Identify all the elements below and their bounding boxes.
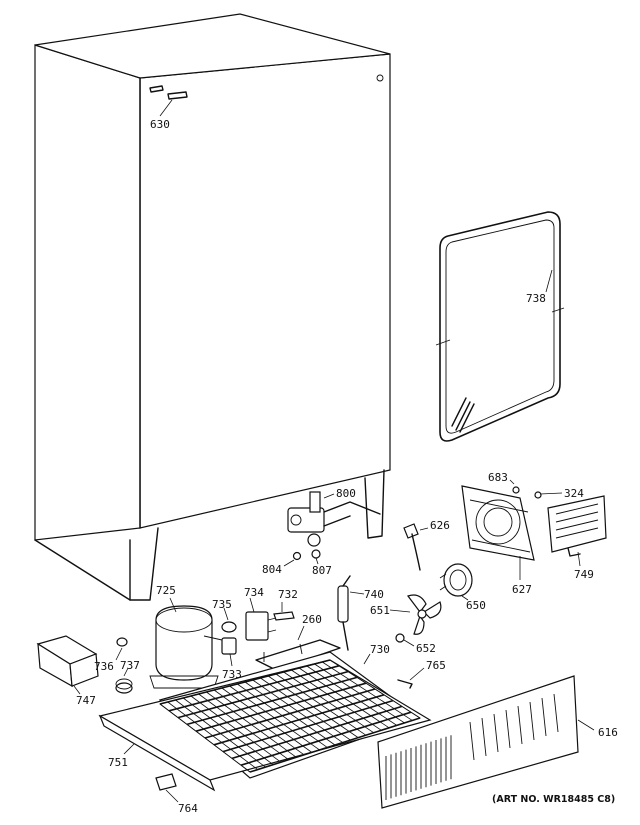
label-725: 725: [156, 584, 176, 597]
nut-807: [311, 549, 321, 559]
fan-shroud-627: [461, 485, 535, 561]
label-807: 807: [312, 564, 332, 577]
label-324: 324: [564, 487, 584, 500]
label-616: 616: [598, 726, 618, 739]
tubing-260: [255, 639, 341, 671]
base-pan-751: [98, 659, 432, 792]
label-626: 626: [430, 519, 450, 532]
label-630: 630: [150, 118, 170, 131]
label-804: 804: [262, 563, 282, 576]
label-736: 736: [94, 660, 114, 673]
part-labels: 630 738 800 683 324 626 804 807 740 749 …: [76, 118, 618, 815]
label-683: 683: [488, 471, 508, 484]
screw-324: [534, 491, 542, 499]
label-730: 730: [370, 643, 390, 656]
label-652: 652: [416, 642, 436, 655]
label-651: 651: [370, 604, 390, 617]
label-749: 749: [574, 568, 594, 581]
label-732: 732: [278, 588, 298, 601]
label-737: 737: [120, 659, 140, 672]
grommet-737: [115, 678, 133, 694]
capacitor-740: [337, 575, 351, 651]
label-733: 733: [222, 668, 242, 681]
fan-blade-651: [407, 594, 442, 635]
label-747: 747: [76, 694, 96, 707]
label-765: 765: [426, 659, 446, 672]
clip-630: [149, 85, 188, 100]
clip-765: [397, 679, 413, 689]
overload-733: [221, 637, 237, 655]
clip-735: [221, 621, 237, 633]
screw-736: [116, 637, 128, 647]
cabinet: [34, 13, 391, 601]
clip-764: [155, 773, 177, 791]
relay-734: [245, 611, 277, 641]
label-764: 764: [178, 802, 198, 815]
grille-616: [377, 675, 579, 809]
compressor-725: [149, 605, 223, 689]
label-650: 650: [466, 599, 486, 612]
bracket-747: [36, 635, 99, 688]
leader-lines: [73, 99, 595, 803]
label-734: 734: [244, 586, 264, 599]
screw-683: [512, 486, 520, 494]
fan-motor-650: [439, 563, 473, 597]
water-valve-800: [287, 491, 381, 547]
gasket-738: [435, 211, 565, 442]
label-260: 260: [302, 613, 322, 626]
cover-749: [547, 495, 607, 557]
label-738: 738: [526, 292, 546, 305]
label-800: 800: [336, 487, 356, 500]
nut-652: [395, 633, 405, 643]
art-number: (ART NO. WR18485 C8): [492, 794, 615, 805]
cover-732: [273, 611, 295, 621]
label-740: 740: [364, 588, 384, 601]
screw-804: [292, 551, 302, 561]
label-751: 751: [108, 756, 128, 769]
label-735: 735: [212, 598, 232, 611]
power-cord-626: [403, 523, 421, 571]
label-627: 627: [512, 583, 532, 596]
